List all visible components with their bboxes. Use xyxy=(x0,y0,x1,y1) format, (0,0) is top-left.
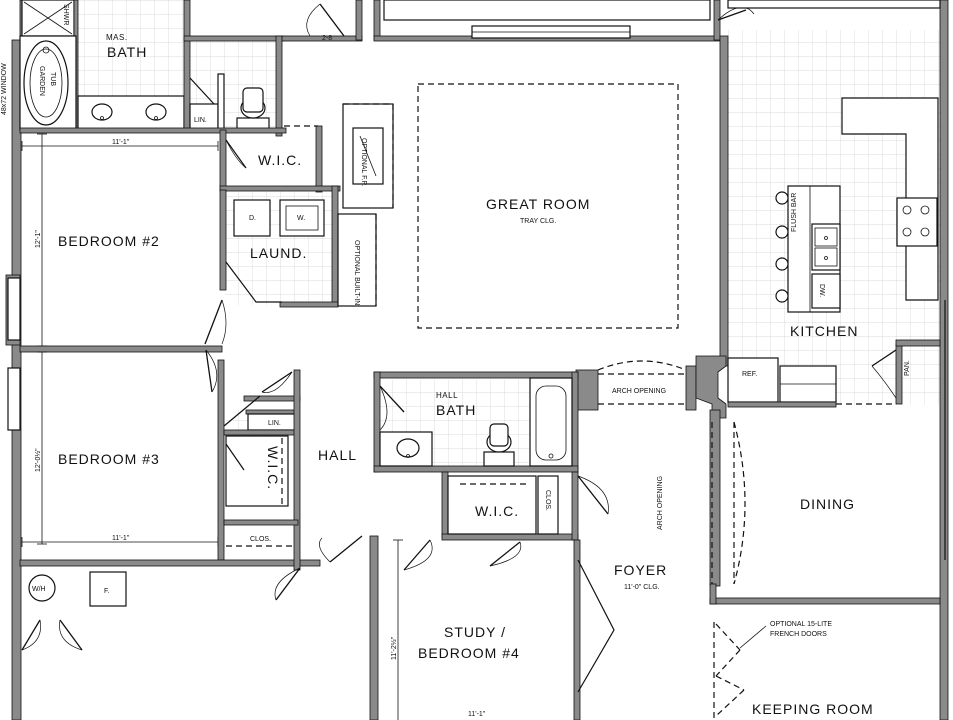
hall: HALL xyxy=(274,447,379,720)
foyer-label: FOYER xyxy=(614,562,667,578)
study-dim-w: 11'-1" xyxy=(468,711,486,718)
garden-tub-label-2: TUB xyxy=(49,72,56,86)
dw-label: DW. xyxy=(818,284,825,297)
keeping-room-label: KEEPING ROOM xyxy=(752,701,874,717)
keeping-room: OPTIONAL 15-LITE FRENCH DOORS KEEPING RO… xyxy=(713,621,874,720)
ref-label: REF. xyxy=(742,371,757,378)
french-doors-label-1: OPTIONAL 15-LITE xyxy=(770,621,832,628)
washer-label: W. xyxy=(297,215,305,222)
bedroom2-label: BEDROOM #2 xyxy=(58,233,160,249)
master-bath: SHWR GARDEN TUB 48x72 WINDOW MAS. BATH L… xyxy=(1,0,287,137)
optional-builtin-label: OPTIONAL BUILT-IN xyxy=(353,240,360,305)
dim-top-label: 2-8 xyxy=(322,35,332,42)
bedroom3-label: BEDROOM #3 xyxy=(58,451,160,467)
great-room-label: GREAT ROOM xyxy=(486,196,590,212)
mas-bath-label: BATH xyxy=(107,44,147,60)
wh-label: W/H xyxy=(32,586,46,593)
hall-bath-name: BATH xyxy=(436,402,476,418)
furnace-label: F. xyxy=(104,588,110,595)
bedroom2-dim-h: 12'-1" xyxy=(35,230,42,248)
hall-bath: HALL BATH xyxy=(373,371,579,473)
hall-label: HALL xyxy=(318,447,357,463)
foyer-note: 11'-0" CLG. xyxy=(624,584,660,591)
foyer: FOYER 11'-0" CLG. xyxy=(573,539,667,720)
bedroom-3: 12'-0½" BEDROOM #3 11'-1" LIN. W.I.C. CL… xyxy=(19,349,321,571)
french-doors-label-2: FRENCH DOORS xyxy=(770,631,827,638)
dining: DINING xyxy=(709,496,941,605)
great-room-note: TRAY CLG. xyxy=(520,218,556,225)
dining-label: DINING xyxy=(800,496,855,512)
kitchen: DW. FLUSH BAR KITCHEN PAN. REF. xyxy=(727,97,941,408)
optional-fireplace: OPTIONAL F.P. xyxy=(342,103,394,209)
flush-bar-label: FLUSH BAR xyxy=(791,193,798,232)
exterior-walls xyxy=(5,0,949,720)
bedroom3-dim-h: 12'-0½" xyxy=(34,448,42,472)
garden-tub-label-1: GARDEN xyxy=(38,66,45,96)
mas-label: MAS. xyxy=(106,33,128,42)
shower-label: SHWR xyxy=(62,4,69,25)
optional-fp-label: OPTIONAL F.P. xyxy=(360,138,367,186)
bedroom3-dim-w: 11'-1" xyxy=(112,535,130,542)
arch-opening-2-label: ARCH OPENING xyxy=(657,476,664,530)
study-label-2: BEDROOM #4 xyxy=(418,645,520,661)
hall-bath-label: HALL xyxy=(436,391,458,400)
arch-opening-2: ARCH OPENING xyxy=(657,409,746,587)
arch-opening-1-label: ARCH OPENING xyxy=(612,388,666,395)
wic-b3-label: W.I.C. xyxy=(265,446,281,490)
bedroom2-dim-w: 11'-1" xyxy=(112,139,130,146)
lin-mid-label: LIN. xyxy=(268,420,281,427)
wic-mid-label: W.I.C. xyxy=(475,503,519,519)
study-label: STUDY / xyxy=(444,624,506,640)
kitchen-label: KITCHEN xyxy=(790,323,858,339)
laundry-label: LAUND. xyxy=(250,245,307,261)
study-dim-h: 11'-2½" xyxy=(390,636,398,660)
great-room: GREAT ROOM TRAY CLG. xyxy=(417,83,679,329)
laundry-room: D. W. LAUND. OPTIONAL BUILT-IN xyxy=(219,185,377,308)
wic-top-label: W.I.C. xyxy=(258,152,302,168)
dryer-label: D. xyxy=(249,215,256,222)
top-walls: 2-8 xyxy=(281,0,941,367)
pantry-label: PAN. xyxy=(904,360,911,376)
wic-top: W.I.C. xyxy=(219,125,341,193)
wic-mid: W.I.C. CLOS. xyxy=(403,471,609,571)
clos1-label: CLOS. xyxy=(250,536,271,543)
bedroom-2: 11'-1" 12'-1" BEDROOM #2 xyxy=(19,133,227,353)
arch-opening-1: ARCH OPENING xyxy=(575,355,727,419)
lin-top-label: LIN. xyxy=(194,117,207,124)
study-bedroom-4: 11'-2½" STUDY / BEDROOM #4 11'-1" xyxy=(390,539,520,720)
clos2-label: CLOS. xyxy=(544,490,551,511)
mechanical: W/H F. xyxy=(21,571,127,651)
tub-dim-note: 48x72 WINDOW xyxy=(1,63,8,115)
